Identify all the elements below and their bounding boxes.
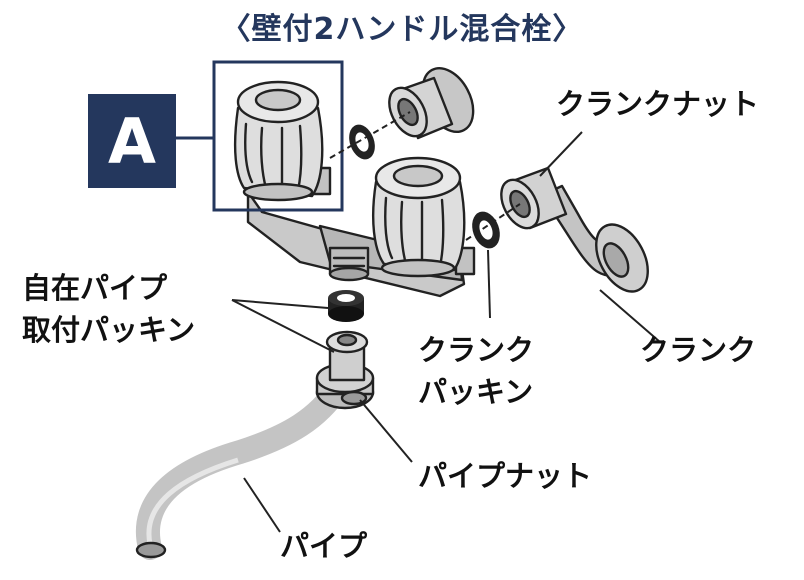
label-pipe: パイプ	[280, 529, 368, 563]
leader-lines	[231, 131, 661, 533]
highlight-frame-a	[212, 60, 344, 212]
leader-crank-nut	[539, 131, 583, 177]
crank-nut	[500, 166, 568, 230]
label-crank-nut: クランクナット	[556, 87, 760, 121]
label-pipe-mount-packing-line2: 取付パッキン	[22, 313, 196, 347]
label-crank-packing-line1: クランク	[418, 333, 535, 367]
pipe	[135, 376, 350, 560]
pipe-inlet	[325, 330, 369, 382]
label-crank: クランク	[640, 333, 757, 367]
leader-pipe-nut	[359, 399, 413, 463]
leader-pipe-mount-packing-2	[231, 299, 335, 353]
diagram-title: 〈壁付2ハンドル混合栓〉	[220, 12, 584, 47]
leader-crank-packing	[487, 249, 491, 319]
upper-assembly-line	[329, 111, 411, 159]
lower-assembly-line	[465, 203, 521, 241]
leader-pipe-mount-packing	[231, 299, 329, 309]
upper-crank-nut	[388, 67, 475, 140]
handle-right	[371, 156, 466, 278]
leader-pipe	[243, 477, 281, 533]
upper-crank-packing	[349, 124, 375, 160]
leader-crank	[599, 289, 661, 343]
label-pipe-nut: パイプナット	[418, 459, 593, 493]
pipe-mount-packing	[328, 290, 364, 322]
label-crank-packing-line2: パッキン	[418, 375, 534, 409]
label-pipe-mount-packing-line1: 自在パイプ	[22, 271, 168, 305]
badge-a: A	[88, 94, 176, 188]
crank-packing	[472, 211, 500, 249]
handle-left	[233, 80, 324, 202]
